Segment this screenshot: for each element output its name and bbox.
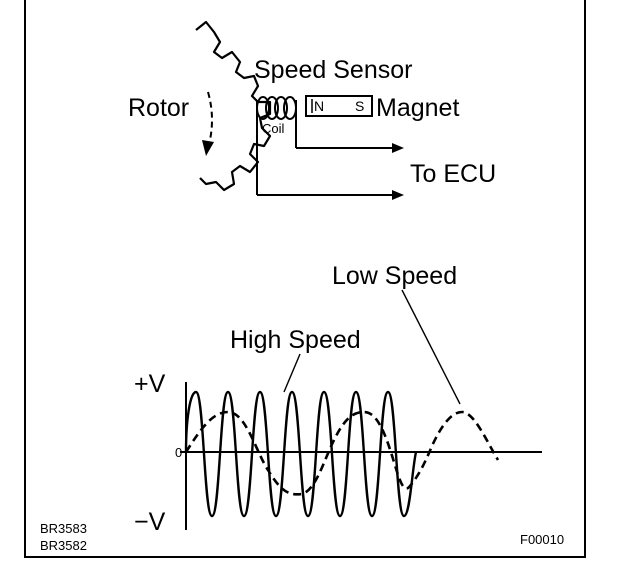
wire-upper-arrowhead (392, 143, 404, 153)
speed-sensor-label: Speed Sensor (254, 56, 413, 84)
rotor-label: Rotor (128, 94, 190, 122)
magnet-label: Magnet (376, 94, 460, 122)
magnet-north-label: N (314, 98, 325, 114)
coil-housing (256, 100, 297, 195)
magnet-body (305, 95, 373, 117)
coil-label: Coil (262, 121, 285, 136)
low-speed-label: Low Speed (332, 262, 458, 290)
wire-lower-arrowhead (392, 190, 404, 200)
code-br3582: BR3582 (40, 538, 87, 553)
to-ecu-label: To ECU (410, 160, 497, 188)
low-speed-waveform (184, 410, 500, 496)
figure-code: F00010 (520, 532, 565, 547)
plus-v-label: +V (134, 370, 166, 398)
rotor-arrow-head (202, 140, 214, 156)
code-br3583: BR3583 (40, 521, 87, 536)
high-speed-waveform (184, 390, 418, 518)
rotor-rotation-arrow (207, 91, 213, 149)
figure-border (24, 0, 586, 558)
minus-v-label: −V (134, 508, 166, 536)
magnet-south-label: S (355, 98, 365, 114)
high-speed-label: High Speed (230, 326, 361, 354)
low-speed-leader (401, 289, 461, 405)
high-speed-leader (283, 353, 301, 393)
zero-label: 0 (175, 445, 183, 460)
rotor-gear (195, 20, 272, 192)
